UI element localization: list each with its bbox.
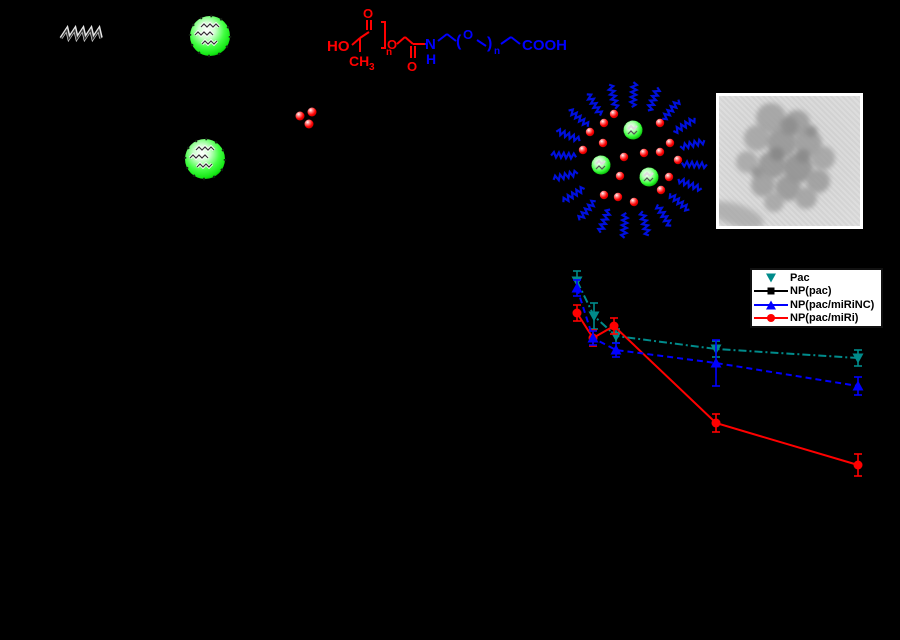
label-cooh: COOH: [522, 37, 567, 54]
label-h-amide: H: [426, 51, 436, 67]
legend-label: Pac: [790, 271, 810, 284]
legend-item-np-pac-miri-: NP(pac/miRi): [752, 312, 881, 326]
tem-blob: [744, 125, 770, 151]
tem-blob: [764, 192, 784, 212]
tem-blob: [796, 149, 810, 163]
encapsulated-drug-dots: [578, 109, 683, 207]
label-sub-n2: n: [494, 46, 500, 57]
square-marker-icon: [767, 287, 775, 295]
label-o-ester: O: [387, 37, 397, 52]
circle-marker-icon: [767, 314, 775, 323]
tem-blob: [780, 117, 798, 135]
legend-marker-icon: [752, 272, 790, 284]
loaded-mirna-strands: [193, 21, 221, 47]
encapsulated-mirna-spheres: [591, 120, 659, 187]
label-paren-close: ): [487, 35, 492, 52]
label-o-bottom: O: [407, 59, 417, 74]
legend-marker-icon: [752, 299, 790, 311]
label-ho: HO: [327, 38, 350, 55]
peg-corona: [550, 81, 708, 239]
tem-blob: [770, 147, 784, 161]
label-o-top: O: [363, 8, 373, 21]
tem-blob: [811, 146, 835, 170]
micelle-diagram: [550, 81, 708, 239]
legend-label: NP(pac): [790, 285, 832, 298]
polymer-structure: HO O n O CH 3 O N H ( O ) n COOH: [327, 8, 567, 74]
tem-blob: [805, 125, 817, 137]
tem-image: [716, 93, 863, 229]
label-sub3: 3: [369, 62, 375, 73]
legend-marker-icon: [752, 312, 790, 324]
triangle-up-marker-icon: [766, 300, 776, 310]
free-drug-dots: [295, 107, 317, 129]
label-paren-open: (: [456, 33, 462, 50]
label-n-amide: N: [425, 36, 436, 53]
nanoparticle-sphere-a: [188, 14, 232, 58]
legend-item-np-pac-mirinc-: NP(pac/miRiNC): [752, 298, 881, 312]
label-sub-n1: n: [386, 47, 392, 58]
label-ch: CH: [349, 53, 369, 69]
nanoparticle-sphere-b: [183, 137, 227, 181]
legend-item-pac: Pac: [752, 271, 881, 285]
tem-blob: [751, 166, 763, 178]
legend-label: NP(pac/miRiNC): [790, 298, 875, 311]
series-NP(pac/miRiNC): [571, 279, 864, 396]
label-o-ether: O: [463, 27, 473, 42]
legend-marker-icon: [752, 285, 790, 297]
tem-blob: [795, 187, 817, 209]
mirna-duplex-icon: [59, 24, 103, 43]
legend-label: NP(pac/miRi): [790, 312, 859, 325]
tem-nanoparticle-cluster: [719, 96, 860, 226]
legend-item-np-pac-: NP(pac): [752, 285, 881, 299]
triangle-down-marker-icon: [766, 273, 776, 283]
